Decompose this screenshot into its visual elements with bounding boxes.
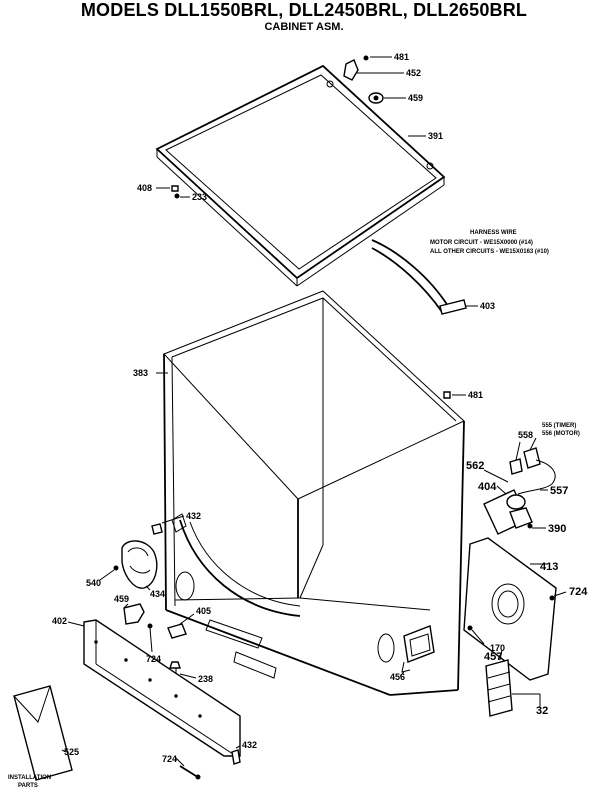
callout-432a: 432 xyxy=(186,511,201,521)
harness-note-other: ALL OTHER CIRCUITS - WE15X0163 (#10) xyxy=(430,249,549,255)
door-switch-part[interactable] xyxy=(167,623,187,639)
callout-562: 562 xyxy=(466,460,484,472)
motor-bracket-part[interactable] xyxy=(401,625,435,673)
callout-481: 481 xyxy=(394,52,409,62)
callout-556: 556 (MOTOR) xyxy=(542,431,580,437)
callout-390: 390 xyxy=(548,523,566,535)
connector-block-part[interactable] xyxy=(509,447,556,495)
callout-724c: 724 xyxy=(162,754,177,764)
harness-wire-part[interactable] xyxy=(371,239,467,315)
callout-724b: 724 xyxy=(146,654,161,664)
callout-540: 540 xyxy=(86,578,101,588)
hinge-bracket-part[interactable] xyxy=(113,540,158,589)
callout-405: 405 xyxy=(196,606,211,616)
harness-note-title: HARNESS WIRE xyxy=(470,230,517,236)
callout-413: 413 xyxy=(540,561,558,573)
lint-filter-part[interactable] xyxy=(485,659,513,717)
screw-part[interactable] xyxy=(171,185,180,199)
callout-459: 459 xyxy=(408,93,423,103)
back-screw-part[interactable] xyxy=(443,391,451,399)
front-clip-part[interactable] xyxy=(151,523,163,535)
clip-part[interactable] xyxy=(123,603,153,629)
callout-525: 525 xyxy=(64,747,79,757)
callout-408: 408 xyxy=(137,183,152,193)
wire-part[interactable] xyxy=(483,469,509,483)
callout-238: 238 xyxy=(198,674,213,684)
rear-panel-part[interactable] xyxy=(463,537,557,681)
callout-434: 434 xyxy=(150,589,165,599)
callout-724a: 724 xyxy=(569,586,588,598)
top-cover-part[interactable] xyxy=(155,64,446,287)
toe-panel-screw-part[interactable] xyxy=(179,765,201,780)
callout-391: 391 xyxy=(428,131,443,141)
cabinet-body-part[interactable] xyxy=(163,290,465,696)
callout-32: 32 xyxy=(536,705,548,717)
callout-456: 456 xyxy=(390,672,405,682)
callout-459b: 459 xyxy=(114,594,129,604)
leveling-screw-part[interactable] xyxy=(169,661,181,676)
leader-lines xyxy=(61,56,567,767)
toe-panel-part[interactable] xyxy=(83,619,241,757)
callout-558: 558 xyxy=(518,430,533,440)
callout-404: 404 xyxy=(478,481,497,493)
installation-parts-envelope[interactable] xyxy=(13,685,73,781)
callout-233: 233 xyxy=(192,192,207,202)
callout-452: 452 xyxy=(406,68,421,78)
callout-557: 557 xyxy=(550,485,568,497)
callout-402: 402 xyxy=(52,616,67,626)
callout-383: 383 xyxy=(133,368,148,378)
callout-457: 457 xyxy=(484,651,502,663)
callout-170: 170 xyxy=(490,643,505,653)
page-subtitle: CABINET ASM. xyxy=(264,21,344,33)
parts-label: PARTS xyxy=(18,783,38,789)
installation-label: INSTALLATION xyxy=(8,775,51,781)
callout-481b: 481 xyxy=(468,390,483,400)
switch-bracket-part[interactable] xyxy=(483,489,533,535)
toe-clip-part[interactable] xyxy=(231,749,241,765)
callout-432b: 432 xyxy=(242,740,257,750)
page-title: MODELS DLL1550BRL, DLL2450BRL, DLL2650BR… xyxy=(80,0,528,20)
hinge-clip-part[interactable] xyxy=(343,55,384,104)
harness-note-motor: MOTOR CIRCUIT - WE15X0000 (#14) xyxy=(430,240,533,246)
callout-555: 555 (TIMER) xyxy=(542,423,576,429)
callout-403: 403 xyxy=(480,301,495,311)
